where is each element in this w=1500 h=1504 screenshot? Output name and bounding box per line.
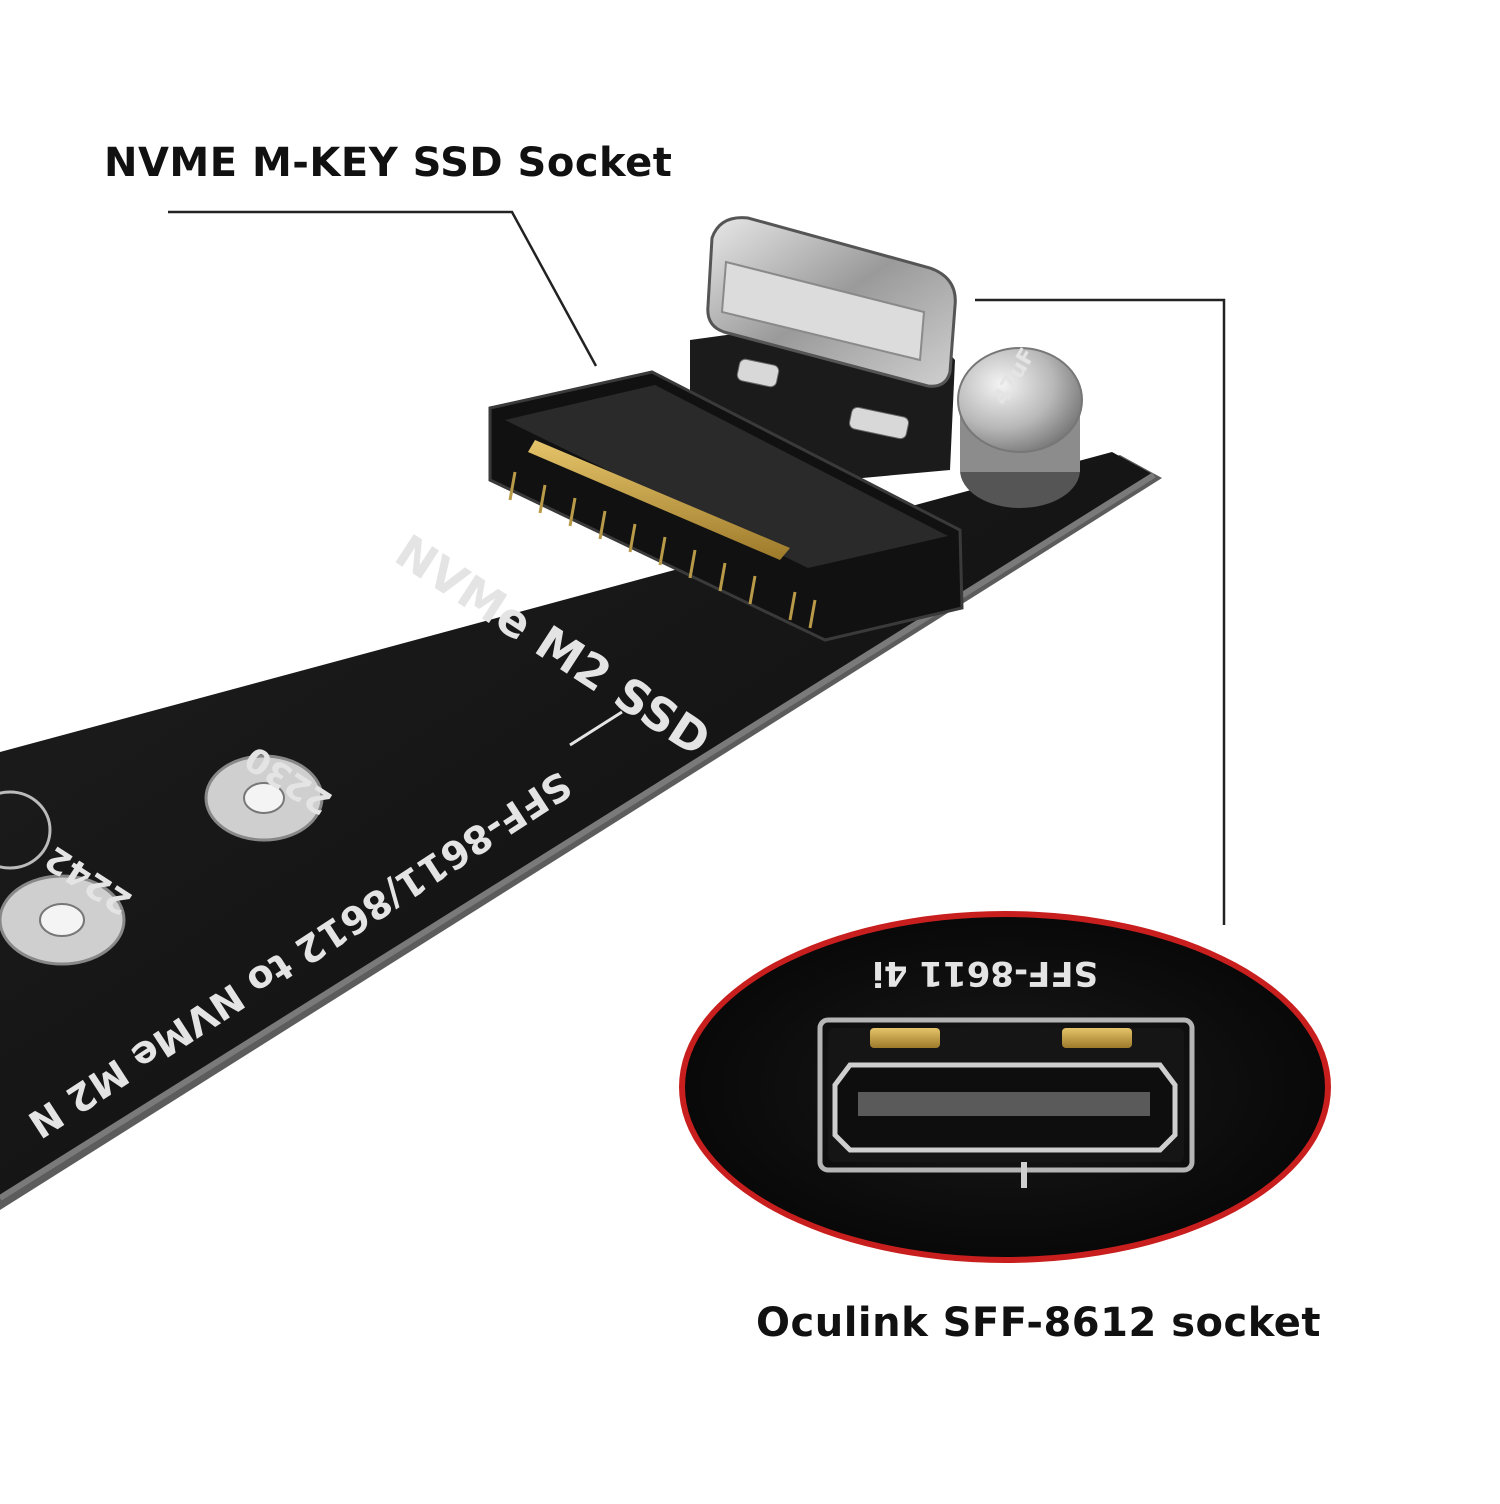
logo-mark [0,790,52,870]
ssd-socket-leader-line [168,210,598,367]
oculink-zoom-inset: SFF-8611 4i [679,911,1331,1263]
ssd-socket-callout-label: NVME M-KEY SSD Socket [104,140,673,186]
m2-socket [488,370,964,642]
silk-arrow [569,710,623,747]
standoff-2242 [0,874,126,966]
inset-silkscreen: SFF-8611 4i [872,953,1098,993]
oculink-socket-callout-label: Oculink SFF-8612 socket [756,1300,1321,1346]
standoff-2230 [204,754,324,842]
oculink-leader-line [975,298,1226,925]
capacitor: 47uF [957,344,1083,508]
